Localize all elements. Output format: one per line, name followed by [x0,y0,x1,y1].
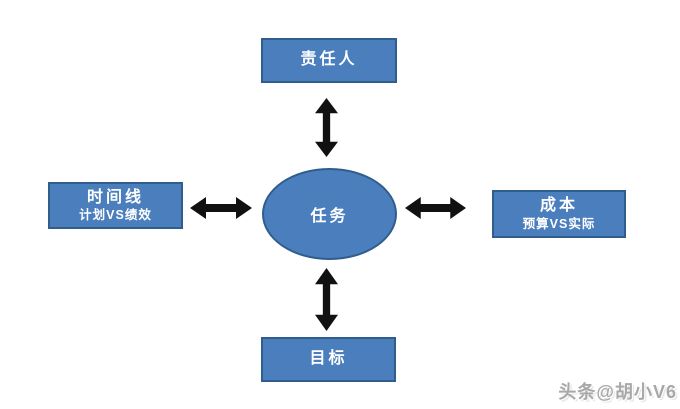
node-cost-label: 成本 [539,197,578,215]
node-responsible-person: 责任人 [261,38,397,83]
double-arrow-bottom-icon [315,268,338,331]
node-goal-label: 目标 [309,350,348,368]
double-arrow-right-icon [405,197,466,219]
watermark-text: 头条@胡小V6 [558,382,677,402]
center-task-ellipse: 任务 [262,168,397,260]
node-timeline-sublabel: 计划VS绩效 [79,208,152,222]
node-responsible-person-label: 责任人 [300,51,358,69]
double-arrow-left-icon [190,197,252,219]
node-cost-sublabel: 预算VS实际 [522,216,596,231]
node-cost: 成本 预算VS实际 [492,190,626,238]
center-task-label: 任务 [310,208,349,225]
node-timeline-label: 时间线 [86,188,144,206]
node-goal: 目标 [261,337,396,382]
node-timeline: 时间线 计划VS绩效 [48,182,183,229]
double-arrow-top-icon [315,98,338,157]
